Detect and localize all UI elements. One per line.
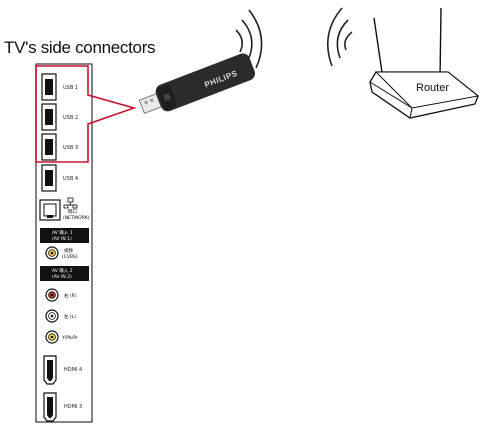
network-icon [63, 197, 78, 209]
usb-3-label: USB 3 [63, 145, 78, 151]
network-label-en: (NETWORK) [63, 215, 90, 221]
av-in-1-header [40, 228, 89, 243]
cvbs-label-en: (CVBS) [62, 254, 78, 260]
usb-1-label: USB 1 [63, 85, 78, 91]
usb-4-label: USB 4 [63, 176, 78, 182]
usb-port-3[interactable] [41, 133, 57, 161]
hdmi-4-label: HDMI 4 [64, 367, 82, 373]
cvbs-jack[interactable] [45, 246, 59, 260]
ypbpr-jack[interactable] [45, 330, 59, 344]
audio-right-label: 右 (R) [64, 292, 77, 299]
hdmi-3-port[interactable] [43, 392, 57, 422]
av-in-2-label-en: (AV IN 2) [52, 274, 72, 280]
av-in-2-label-cn: AV 输入 2 [52, 267, 73, 274]
av-in-1-label-en: (AV IN 1) [52, 236, 72, 242]
av-in-1-label-cn: AV 输入 1 [52, 229, 73, 236]
cvbs-label-cn: 视频 [64, 247, 73, 254]
audio-right-jack[interactable] [45, 288, 59, 302]
audio-left-jack[interactable] [45, 309, 59, 323]
usb-wifi-dongle [138, 53, 255, 114]
usb-port-4[interactable] [41, 164, 57, 192]
diagram-title: TV's side connectors [4, 38, 156, 57]
audio-left-label: 左 (L) [64, 313, 76, 320]
hdmi-3-label: HDMI 3 [64, 404, 82, 410]
usb-port-1[interactable] [41, 73, 57, 101]
usb-port-2[interactable] [41, 103, 57, 131]
network-port[interactable] [39, 199, 61, 221]
usb-highlight-callout [35, 65, 137, 163]
dongle-wifi-waves-icon [235, 9, 263, 69]
router-label: Router [416, 82, 449, 94]
av-in-2-header [40, 266, 89, 281]
router-wifi-waves-icon [326, 7, 353, 67]
network-label-cn: 网口 [68, 209, 77, 215]
hdmi-4-port[interactable] [43, 355, 57, 385]
router-icon [369, 7, 480, 119]
ypbpr-label: Y/Pb/Pr [61, 335, 78, 341]
usb-2-label: USB 2 [63, 115, 78, 121]
